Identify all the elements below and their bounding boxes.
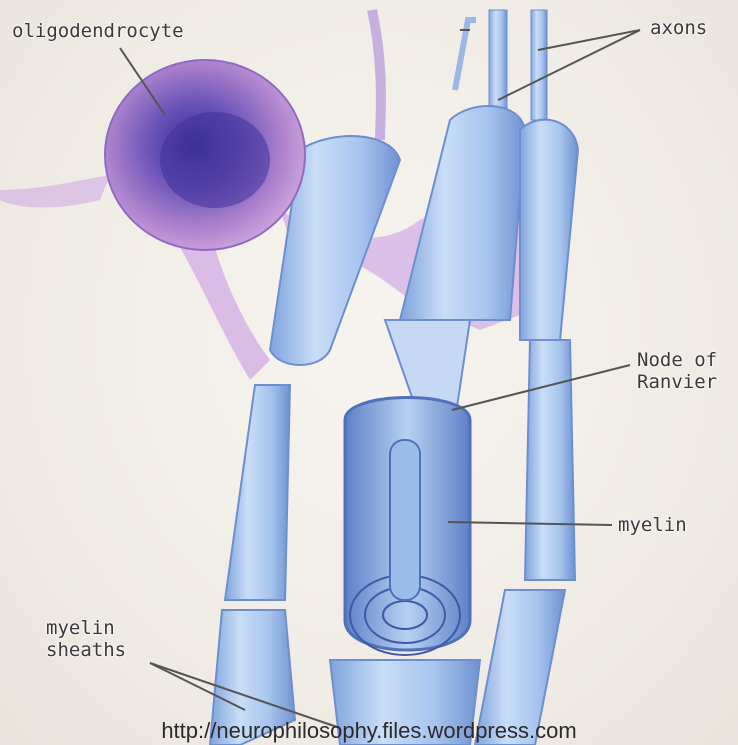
sheath-right-middle	[525, 340, 575, 580]
nucleus	[160, 112, 270, 208]
process-to-left-axon	[372, 10, 381, 140]
process-far-left	[0, 175, 110, 208]
sheath-right-upper	[520, 120, 578, 340]
label-node-line2: Ranvier	[637, 371, 717, 393]
leader-axons-1	[498, 30, 640, 100]
label-node-of-ranvier: Node of Ranvier	[637, 349, 717, 393]
axon-right	[531, 10, 547, 120]
sheath-left-middle	[225, 385, 290, 600]
label-node-line1: Node of	[637, 349, 717, 371]
process-down-left	[170, 230, 270, 380]
sheath-center-upper	[400, 106, 525, 320]
leader-axons-2	[538, 30, 640, 50]
label-axons: axons	[650, 17, 707, 39]
label-oligodendrocyte: oligodendrocyte	[12, 20, 184, 42]
source-url: http://neurophilosophy.files.wordpress.c…	[0, 718, 738, 744]
label-myelin-sheaths: myelin sheaths	[46, 617, 126, 661]
label-sheaths-line1: myelin	[46, 617, 126, 639]
label-myelin: myelin	[618, 514, 687, 536]
axon-center	[489, 10, 507, 120]
label-sheaths-line2: sheaths	[46, 639, 126, 661]
axon-core	[390, 440, 420, 600]
